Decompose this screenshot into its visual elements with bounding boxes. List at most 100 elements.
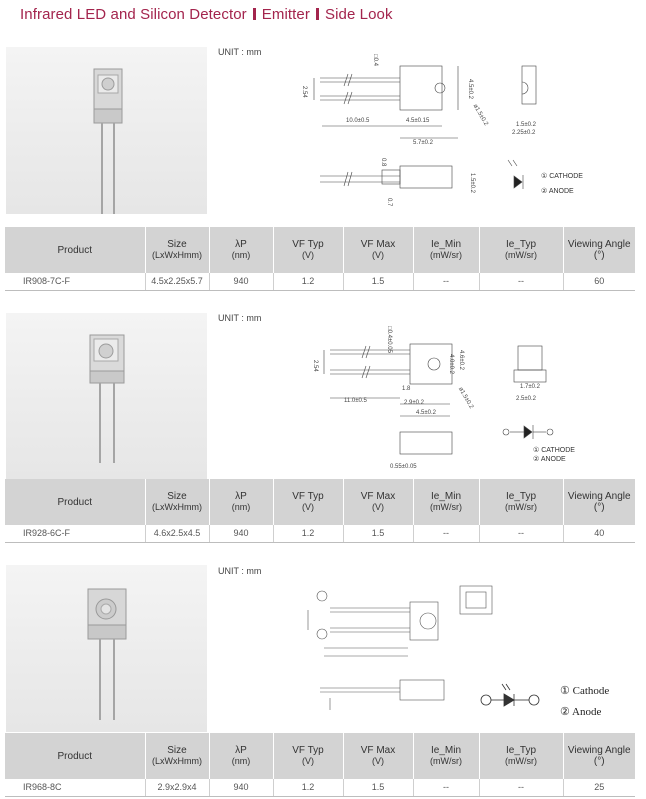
svg-text:2.9±0.2: 2.9±0.2 xyxy=(404,400,425,406)
title-part-1: Infrared LED and Silicon Detector xyxy=(20,6,247,23)
unit-label: UNIT : mm xyxy=(218,47,262,57)
header-ie-min: Ie_Min xyxy=(430,491,461,502)
header-ie-typ: Ie_Typ xyxy=(505,239,537,250)
cell-viewing-angle: 60 xyxy=(562,273,635,291)
header-viewing-angle: Viewing Angle (°) xyxy=(567,745,631,767)
cell-wavelength: 940 xyxy=(208,779,273,797)
svg-text:1.5±0.2: 1.5±0.2 xyxy=(516,122,537,128)
diode-symbol-3 xyxy=(480,683,540,707)
title-part-2: Emitter xyxy=(261,6,310,23)
cell-size: 4.5x2.25x5.7 xyxy=(144,273,209,291)
anode-label: ② ANODE xyxy=(541,188,574,195)
header-wavelength: λP xyxy=(235,491,247,502)
svg-text:1.7±0.2: 1.7±0.2 xyxy=(520,384,541,390)
anode-label: ② ANODE xyxy=(533,456,566,463)
header-size: Size xyxy=(167,491,187,502)
table-row: IR968-8C 2.9x2.9x4 940 1.2 1.5 -- -- 25 xyxy=(5,779,635,797)
svg-text:2.54: 2.54 xyxy=(301,86,307,98)
cell-wavelength: 940 xyxy=(208,273,273,291)
led-photo-illustration xyxy=(93,68,123,214)
header-vf-max-unit: (V) xyxy=(372,756,384,766)
cell-size: 4.6x2.5x4.5 xyxy=(144,525,209,543)
cell-ie-min: -- xyxy=(412,779,479,797)
header-ie-min-unit: (mW/sr) xyxy=(430,502,462,512)
product-photo-ir928 xyxy=(6,313,207,480)
led-photo-illustration xyxy=(87,588,127,720)
cell-ie-typ: -- xyxy=(478,779,563,797)
header-ie-typ: Ie_Typ xyxy=(505,491,537,502)
header-vf-typ: VF Typ xyxy=(292,239,324,250)
header-product: Product xyxy=(57,750,92,762)
cell-ie-min: -- xyxy=(412,525,479,543)
cell-product: IR968-8C xyxy=(5,779,145,797)
cell-ie-typ: -- xyxy=(478,273,563,291)
svg-text:10.0±0.5: 10.0±0.5 xyxy=(346,118,370,124)
svg-text:2.5±0.2: 2.5±0.2 xyxy=(516,396,537,402)
unit-label: UNIT : mm xyxy=(218,566,262,576)
cell-viewing-angle: 40 xyxy=(562,525,635,543)
header-ie-typ-unit: (mW/sr) xyxy=(505,250,537,260)
cell-vf-typ: 1.2 xyxy=(272,525,343,543)
cell-vf-typ: 1.2 xyxy=(272,273,343,291)
header-product: Product xyxy=(57,244,92,256)
header-ie-min: Ie_Min xyxy=(430,745,461,756)
header-ie-min-unit: (mW/sr) xyxy=(430,250,462,260)
header-ie-typ-unit: (mW/sr) xyxy=(505,502,537,512)
cell-ie-min: -- xyxy=(412,273,479,291)
svg-text:1.8: 1.8 xyxy=(402,386,411,392)
header-vf-typ: VF Typ xyxy=(292,491,324,502)
product-photo-ir908 xyxy=(6,47,207,214)
header-vf-max-unit: (V) xyxy=(372,250,384,260)
svg-text:11.0±0.5: 11.0±0.5 xyxy=(344,398,368,404)
cell-ie-typ: -- xyxy=(478,525,563,543)
cell-viewing-angle: 25 xyxy=(562,779,635,797)
header-vf-max: VF Max xyxy=(360,491,396,502)
title-separator xyxy=(252,8,256,20)
header-vf-typ-unit: (V) xyxy=(302,250,314,260)
cell-vf-max: 1.5 xyxy=(342,779,413,797)
header-vf-max: VF Max xyxy=(360,239,396,250)
anode-label: ② Anode xyxy=(560,706,602,718)
cathode-label: ① CATHODE xyxy=(533,447,575,454)
header-wavelength: λP xyxy=(235,239,247,250)
header-size-unit: (LxWxHmm) xyxy=(152,250,202,260)
svg-text:0.55±0.05: 0.55±0.05 xyxy=(390,464,417,470)
svg-text:ø1.5±0.2: ø1.5±0.2 xyxy=(457,386,474,410)
header-vf-typ-unit: (V) xyxy=(302,502,314,512)
header-ie-typ: Ie_Typ xyxy=(505,745,537,756)
header-vf-typ-unit: (V) xyxy=(302,756,314,766)
cell-vf-typ: 1.2 xyxy=(272,779,343,797)
svg-text:1.5±0.2: 1.5±0.2 xyxy=(469,173,475,194)
svg-text:2.54: 2.54 xyxy=(312,360,318,372)
header-wavelength: λP xyxy=(235,745,247,756)
svg-text:0.8: 0.8 xyxy=(380,158,386,167)
cell-vf-max: 1.5 xyxy=(342,273,413,291)
header-ie-min-unit: (mW/sr) xyxy=(430,756,462,766)
header-wavelength-unit: (nm) xyxy=(231,756,251,766)
led-photo-illustration xyxy=(89,334,125,463)
svg-text:□0.4: □0.4 xyxy=(372,54,378,67)
cell-product: IR908-7C-F xyxy=(5,273,145,291)
dimension-drawing-ir928: 2.54 11.0±0.5 1.8 2.9±0.2 4.5±0.2 4.6±0.… xyxy=(312,326,554,470)
header-size-unit: (LxWxHmm) xyxy=(152,756,202,766)
spec-table-ir968: Product Size(LxWxHmm) λP(nm) VF Typ(V) V… xyxy=(5,733,635,797)
page-title: Infrared LED and Silicon Detector Emitter… xyxy=(20,6,393,23)
header-wavelength-unit: (nm) xyxy=(231,250,251,260)
header-ie-typ-unit: (mW/sr) xyxy=(505,756,537,766)
unit-label: UNIT : mm xyxy=(218,313,262,323)
header-vf-typ: VF Typ xyxy=(292,745,324,756)
svg-text:4.6±0.2: 4.6±0.2 xyxy=(458,350,464,371)
cell-size: 2.9x2.9x4 xyxy=(144,779,209,797)
dimension-drawing-ir968 xyxy=(307,585,493,710)
cell-vf-max: 1.5 xyxy=(342,525,413,543)
svg-text:□0.4±0.05: □0.4±0.05 xyxy=(386,326,392,354)
svg-text:0.7: 0.7 xyxy=(386,198,392,207)
svg-text:4.5±0.2: 4.5±0.2 xyxy=(416,410,437,416)
header-ie-min: Ie_Min xyxy=(430,239,461,250)
header-vf-max-unit: (V) xyxy=(372,502,384,512)
svg-text:5.7±0.2: 5.7±0.2 xyxy=(413,140,434,146)
cathode-label: ① Cathode xyxy=(560,685,610,697)
header-size: Size xyxy=(167,239,187,250)
dimension-drawing-ir908: 2.54 10.0±0.5 4.5±0.15 5.7±0.2 4.5±0.2 ø… xyxy=(301,54,537,207)
cell-wavelength: 940 xyxy=(208,525,273,543)
